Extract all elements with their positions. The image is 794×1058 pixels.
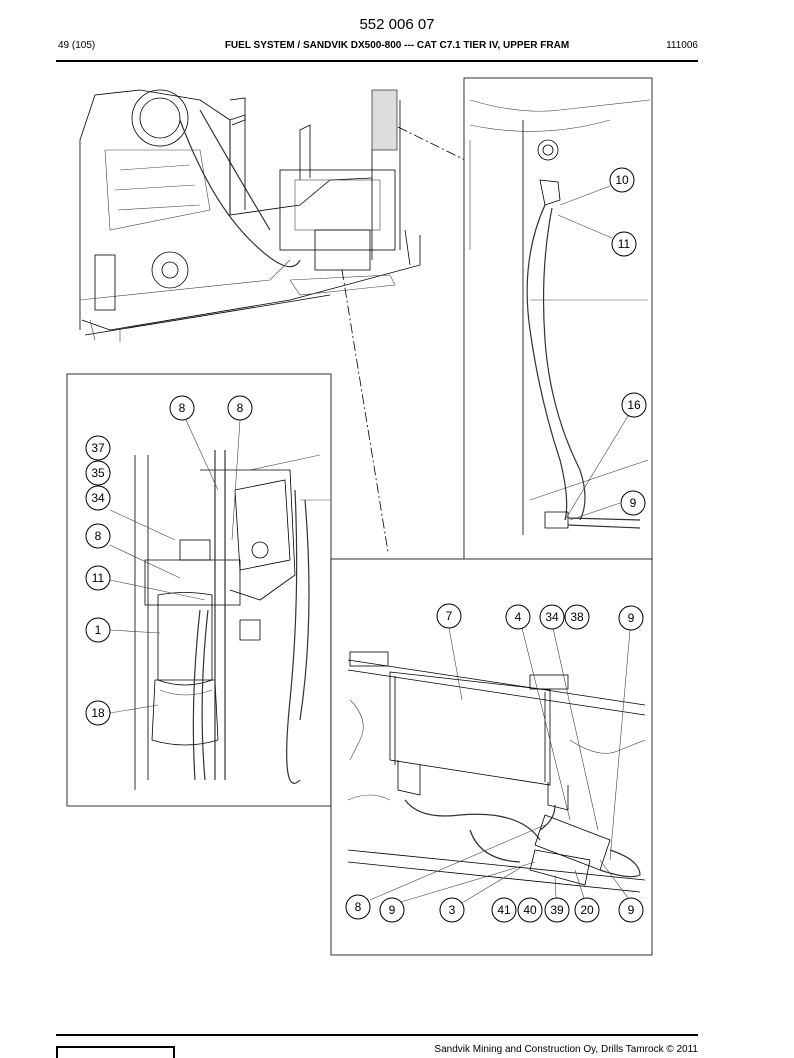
callout-41: 41 bbox=[491, 897, 517, 923]
svg-text:40: 40 bbox=[523, 903, 537, 917]
callout-7: 7 bbox=[436, 603, 462, 629]
svg-text:9: 9 bbox=[628, 903, 635, 917]
svg-text:9: 9 bbox=[628, 611, 635, 625]
callout-18: 18 bbox=[85, 700, 111, 726]
callout-38: 38 bbox=[564, 604, 590, 630]
callout-11: 11 bbox=[85, 565, 111, 591]
svg-text:20: 20 bbox=[580, 903, 594, 917]
svg-text:8: 8 bbox=[95, 529, 102, 543]
callout-34: 34 bbox=[85, 485, 111, 511]
callout-group-bottom-right: 7 4 34 38 9 8 9 3 41 40 39 20 9 bbox=[345, 603, 644, 923]
callout-40: 40 bbox=[517, 897, 543, 923]
svg-text:9: 9 bbox=[630, 496, 637, 510]
svg-text:9: 9 bbox=[389, 903, 396, 917]
footer-copyright: Sandvik Mining and Construction Oy, Dril… bbox=[434, 1044, 698, 1055]
page-title: FUEL SYSTEM / SANDVIK DX500-800 --- CAT … bbox=[224, 40, 570, 51]
callout-group-top-right: 10 11 16 9 bbox=[557, 167, 647, 521]
company-logo bbox=[56, 1046, 175, 1058]
document-code: 111006 bbox=[666, 40, 698, 51]
callout-9-c: 9 bbox=[618, 897, 644, 923]
detail-drawing-left bbox=[134, 450, 330, 790]
svg-text:16: 16 bbox=[627, 398, 641, 412]
callout-9-b: 9 bbox=[379, 897, 405, 923]
callout-16: 16 bbox=[621, 392, 647, 418]
callout-9-a: 9 bbox=[618, 605, 644, 631]
callout-9: 9 bbox=[620, 490, 646, 516]
svg-text:41: 41 bbox=[497, 903, 511, 917]
callout-37: 37 bbox=[85, 435, 111, 461]
svg-text:8: 8 bbox=[179, 401, 186, 415]
callout-3: 3 bbox=[439, 897, 465, 923]
callout-10: 10 bbox=[609, 167, 635, 193]
callout-8-c: 8 bbox=[85, 523, 111, 549]
svg-text:35: 35 bbox=[91, 466, 105, 480]
callout-4: 4 bbox=[505, 604, 531, 630]
svg-text:10: 10 bbox=[615, 173, 629, 187]
callout-11: 11 bbox=[611, 231, 637, 257]
detail-frame-bottom-right bbox=[330, 558, 653, 956]
svg-text:4: 4 bbox=[515, 610, 522, 624]
svg-text:11: 11 bbox=[92, 571, 105, 585]
svg-text:8: 8 bbox=[355, 900, 362, 914]
svg-text:3: 3 bbox=[449, 903, 456, 917]
svg-text:34: 34 bbox=[91, 491, 105, 505]
svg-text:8: 8 bbox=[237, 401, 244, 415]
overview-drawing bbox=[79, 89, 421, 342]
document-number: 552 006 07 bbox=[359, 16, 435, 33]
svg-text:1: 1 bbox=[95, 623, 102, 637]
detail-frame-top-right bbox=[463, 77, 653, 561]
svg-text:18: 18 bbox=[91, 706, 105, 720]
svg-text:39: 39 bbox=[550, 903, 564, 917]
detail-drawing-bottom-right bbox=[347, 651, 646, 893]
callout-8: 8 bbox=[345, 894, 371, 920]
svg-text:7: 7 bbox=[446, 609, 453, 623]
detail-frame-left bbox=[66, 373, 332, 807]
svg-text:11: 11 bbox=[618, 237, 631, 251]
header-rule bbox=[56, 60, 698, 62]
page-number: 49 (105) bbox=[58, 40, 96, 51]
svg-text:38: 38 bbox=[570, 610, 584, 624]
footer-rule bbox=[56, 1034, 698, 1036]
svg-text:37: 37 bbox=[91, 441, 105, 455]
callout-group-left: 8 8 37 35 34 8 11 1 18 bbox=[85, 395, 253, 726]
svg-text:34: 34 bbox=[545, 610, 559, 624]
callout-8-b: 8 bbox=[227, 395, 253, 421]
callout-1: 1 bbox=[85, 617, 111, 643]
callout-39: 39 bbox=[544, 897, 570, 923]
callout-8-a: 8 bbox=[169, 395, 195, 421]
detail-drawing-top-right bbox=[469, 99, 651, 535]
callout-34: 34 bbox=[539, 604, 565, 630]
callout-35: 35 bbox=[85, 460, 111, 486]
callout-20: 20 bbox=[574, 897, 600, 923]
